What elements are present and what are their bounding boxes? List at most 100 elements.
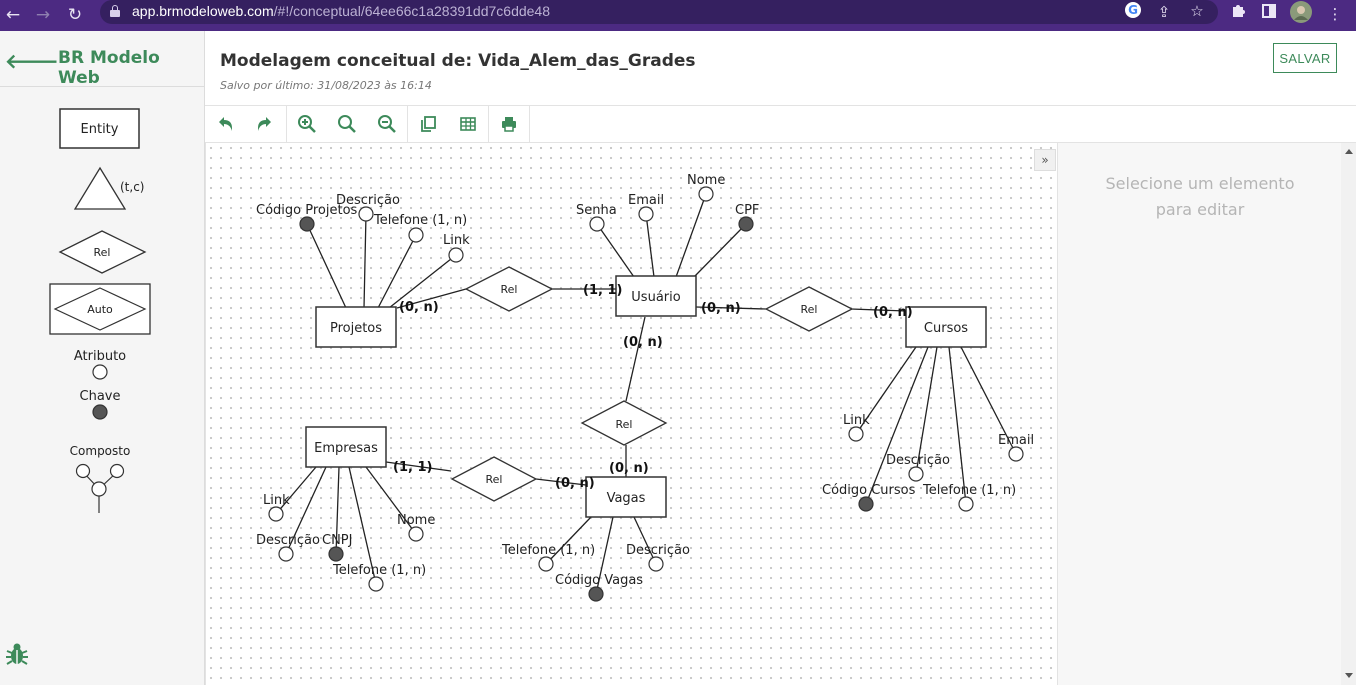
entity-empresas[interactable]: Empresas bbox=[305, 426, 387, 468]
palette-associative[interactable]: Auto bbox=[49, 283, 151, 335]
palette-attribute[interactable]: Atributo bbox=[74, 349, 126, 380]
entity-cursos[interactable]: Cursos bbox=[905, 306, 987, 348]
palette-key[interactable]: Chave bbox=[80, 389, 121, 420]
address-bar[interactable]: app.brmodeloweb.com/#!/conceptual/64ee66… bbox=[100, 0, 1218, 24]
attribute-marker[interactable] bbox=[648, 556, 664, 572]
profile-avatar[interactable] bbox=[1290, 1, 1312, 23]
attribute-marker[interactable] bbox=[1008, 446, 1024, 462]
cardinality-label: (0, n) bbox=[555, 476, 595, 491]
print-icon[interactable] bbox=[489, 106, 529, 142]
palette-relationship-label: Rel bbox=[94, 246, 111, 259]
key-attribute-marker[interactable] bbox=[328, 546, 344, 562]
lock-icon[interactable] bbox=[110, 5, 120, 17]
extensions-icon[interactable] bbox=[1227, 3, 1249, 25]
divider bbox=[0, 86, 204, 87]
relationship-usuario-cursos[interactable]: Rel bbox=[764, 286, 854, 332]
key-attribute-marker[interactable] bbox=[738, 216, 754, 232]
attribute-label: Descrição bbox=[626, 543, 690, 558]
entity-label: Empresas bbox=[314, 441, 378, 456]
attribute-label: Telefone (1, n) bbox=[373, 213, 467, 228]
bug-report-icon[interactable] bbox=[4, 641, 30, 667]
table-icon[interactable] bbox=[448, 106, 488, 142]
diagram-canvas[interactable]: Projetos Usuário Cursos Empresas Vagas R… bbox=[205, 143, 1057, 685]
redo-icon[interactable] bbox=[245, 106, 285, 142]
scroll-up-icon[interactable] bbox=[1345, 149, 1353, 154]
undo-icon[interactable] bbox=[205, 106, 245, 142]
google-icon[interactable]: G bbox=[1122, 1, 1144, 23]
cardinality-label: (0, n) bbox=[873, 305, 913, 320]
attribute-marker[interactable] bbox=[278, 546, 294, 562]
bookmark-star-icon[interactable]: ☆ bbox=[1190, 2, 1204, 20]
relationship-usuario-vagas[interactable]: Rel bbox=[580, 400, 668, 446]
save-button[interactable]: SALVAR bbox=[1273, 43, 1337, 73]
key-attribute-marker[interactable] bbox=[588, 586, 604, 602]
toolbar-divider bbox=[488, 106, 489, 142]
entity-usuario[interactable]: Usuário bbox=[615, 275, 697, 317]
zoom-reset-icon[interactable] bbox=[327, 106, 367, 142]
palette-relationship[interactable]: Rel bbox=[58, 230, 147, 274]
attribute-label: Senha bbox=[576, 203, 617, 218]
attribute-marker[interactable] bbox=[698, 186, 714, 202]
attribute-label: Descrição bbox=[336, 193, 400, 208]
attribute-marker[interactable] bbox=[538, 556, 554, 572]
attribute-marker[interactable] bbox=[448, 247, 464, 263]
toolbar-divider bbox=[529, 106, 530, 142]
cardinality-label: (0, n) bbox=[623, 335, 663, 350]
key-attribute-marker[interactable] bbox=[858, 496, 874, 512]
key-attribute-marker[interactable] bbox=[299, 216, 315, 232]
url-text[interactable]: app.brmodeloweb.com/#!/conceptual/64ee66… bbox=[132, 3, 550, 19]
attribute-marker[interactable] bbox=[358, 206, 374, 222]
diagram-toolbar bbox=[205, 106, 1356, 143]
relationship-projetos-usuario[interactable]: Rel bbox=[464, 266, 554, 312]
collapse-panel-button[interactable]: » bbox=[1034, 149, 1056, 171]
properties-hint-line: para editar bbox=[1155, 200, 1245, 219]
side-panel-icon[interactable] bbox=[1258, 3, 1280, 25]
duplicate-icon[interactable] bbox=[408, 106, 448, 142]
palette-composite-label: Composto bbox=[70, 444, 131, 458]
back-arrow-icon[interactable]: 🡐 bbox=[5, 49, 59, 73]
palette-specialization[interactable]: (t,c) bbox=[73, 166, 144, 210]
entity-projetos[interactable]: Projetos bbox=[315, 306, 397, 348]
relationship-empresas-vagas[interactable]: Rel bbox=[450, 456, 538, 502]
attribute-label: CPF bbox=[735, 203, 759, 218]
forward-icon[interactable]: → bbox=[35, 5, 51, 25]
attribute-marker[interactable] bbox=[368, 576, 384, 592]
browser-toolbar: ← → ↻ app.brmodeloweb.com/#!/conceptual/… bbox=[0, 0, 1356, 31]
entity-vagas[interactable]: Vagas bbox=[585, 476, 667, 518]
reload-icon[interactable]: ↻ bbox=[67, 5, 83, 25]
scroll-down-icon[interactable] bbox=[1345, 673, 1353, 678]
attribute-marker[interactable] bbox=[848, 426, 864, 442]
zoom-in-icon[interactable] bbox=[287, 106, 327, 142]
attribute-label: Link bbox=[843, 413, 870, 428]
palette-entity[interactable]: Entity bbox=[59, 108, 140, 149]
palette-associative-label: Auto bbox=[87, 303, 113, 316]
palette-composite[interactable]: Composto bbox=[70, 444, 131, 513]
attribute-label: Nome bbox=[687, 173, 725, 188]
browser-menu-icon[interactable]: ⋮ bbox=[1327, 5, 1343, 23]
palette-entity-label: Entity bbox=[81, 122, 119, 137]
url-path: /#!/conceptual/64ee66c1a28391dd7c6dde48 bbox=[273, 3, 550, 19]
attribute-label: Telefone (1, n) bbox=[332, 563, 426, 578]
attribute-marker[interactable] bbox=[408, 227, 424, 243]
zoom-out-icon[interactable] bbox=[367, 106, 407, 142]
back-icon[interactable]: ← bbox=[5, 5, 21, 25]
attribute-marker[interactable] bbox=[958, 496, 974, 512]
attribute-label: Descrição bbox=[256, 533, 320, 548]
palette-attribute-label: Atributo bbox=[74, 349, 126, 364]
attribute-marker[interactable] bbox=[908, 466, 924, 482]
attribute-label: Email bbox=[998, 433, 1034, 448]
attribute-marker[interactable] bbox=[638, 206, 654, 222]
entity-label: Usuário bbox=[631, 290, 680, 305]
properties-panel: Selecione um elemento para editar bbox=[1057, 143, 1341, 685]
cardinality-label: (0, n) bbox=[399, 300, 439, 315]
share-icon[interactable]: ⇪ bbox=[1157, 3, 1171, 21]
attribute-marker[interactable] bbox=[268, 506, 284, 522]
attribute-marker[interactable] bbox=[589, 216, 605, 232]
attribute-label: Email bbox=[628, 193, 664, 208]
cardinality-label: (0, n) bbox=[701, 301, 741, 316]
vertical-scrollbar[interactable] bbox=[1341, 143, 1356, 685]
er-diagram[interactable]: Projetos Usuário Cursos Empresas Vagas R… bbox=[206, 143, 1058, 685]
attribute-label: Telefone (1, n) bbox=[922, 483, 1016, 498]
last-saved-text: Salvo por último: 31/08/2023 às 16:14 bbox=[220, 79, 432, 92]
attribute-marker[interactable] bbox=[408, 526, 424, 542]
